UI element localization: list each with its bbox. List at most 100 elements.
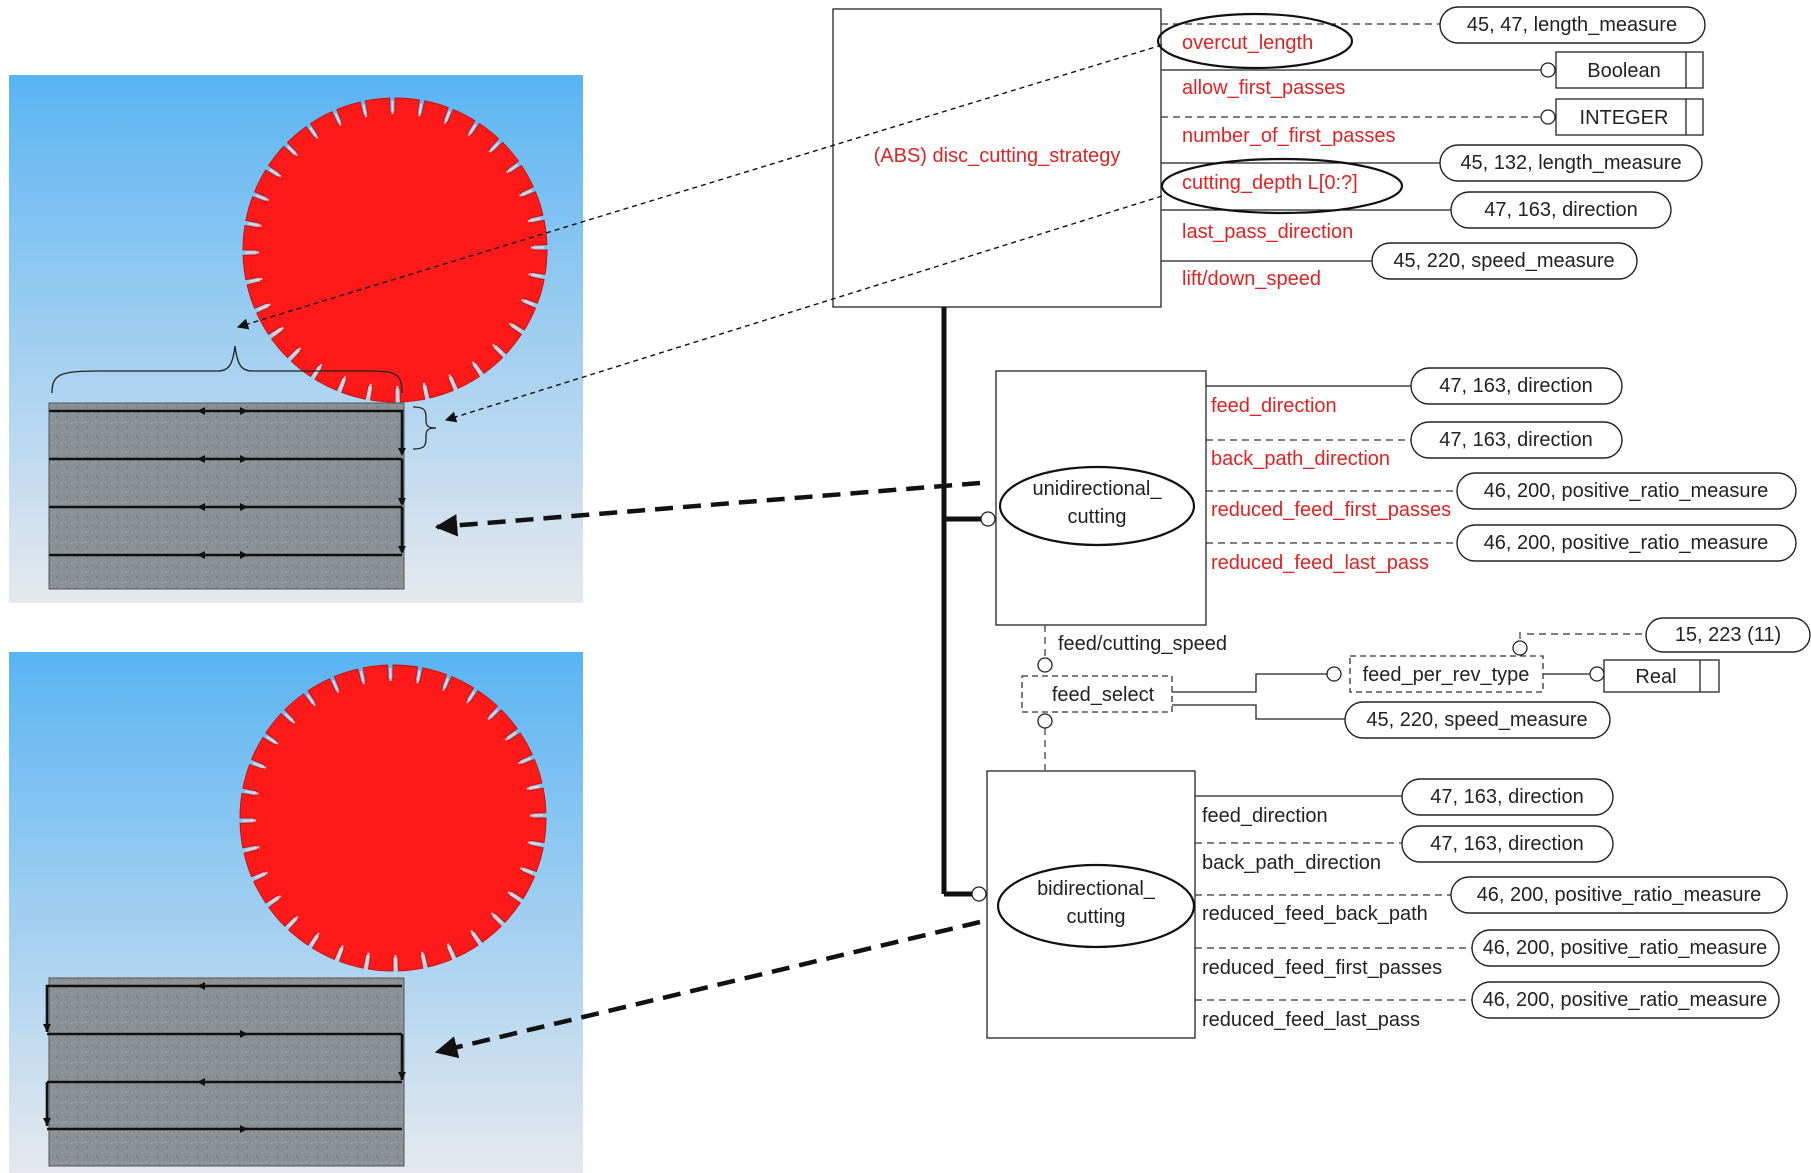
attr-number-of-first-passes: number_of_first_passes bbox=[1182, 125, 1395, 147]
highlight-oval-unidirectional bbox=[998, 465, 1196, 547]
saw-blade-slot bbox=[527, 217, 541, 223]
type-ref-uni-first-passes bbox=[1456, 472, 1797, 510]
saw-blade-slot bbox=[487, 709, 498, 721]
entity-disc-cutting-strategy bbox=[832, 8, 1162, 308]
saw-blade-slot bbox=[269, 895, 282, 905]
saw-blade-slot bbox=[508, 322, 521, 332]
type-label: 45, 132, length_measure bbox=[1460, 152, 1681, 174]
saw-blade-slot bbox=[332, 680, 340, 693]
select-feed-select bbox=[1021, 675, 1173, 713]
saw-blade-slot bbox=[518, 757, 531, 765]
saw-blade-slot bbox=[313, 363, 323, 376]
saw-blade-slot bbox=[466, 691, 475, 704]
saw-blade-slot bbox=[249, 277, 263, 283]
type-label: 46, 200, positive_ratio_measure bbox=[1484, 480, 1769, 502]
saw-blade-slot bbox=[528, 273, 542, 278]
entity-label-bi-1: bidirectional_ bbox=[1037, 878, 1156, 900]
saw-blade-slot bbox=[246, 846, 260, 851]
attr-feed-cutting-speed: feed/cutting_speed bbox=[1058, 633, 1227, 655]
type-label: 47, 163, direction bbox=[1439, 429, 1592, 451]
saw-blade-slot bbox=[253, 762, 266, 769]
attr-bi-back-path-direction: back_path_direction bbox=[1202, 852, 1381, 874]
type-ref-cutting-depth bbox=[1439, 144, 1703, 182]
bidirectional-illustration bbox=[9, 652, 583, 1173]
attr-allow-first-passes: allow_first_passes bbox=[1182, 77, 1345, 99]
attr-bi-feed-direction: feed_direction bbox=[1202, 805, 1328, 827]
saw-blade-slot bbox=[443, 111, 451, 124]
saw-blade-slot bbox=[309, 127, 319, 139]
highlight-oval-cutting-depth bbox=[1160, 157, 1404, 215]
saw-blade-slot bbox=[526, 785, 540, 790]
saw-blade-slot bbox=[527, 841, 541, 846]
saw-blade-slot bbox=[488, 142, 500, 153]
type-ref-uni-last-pass bbox=[1456, 524, 1797, 562]
type-label: 45, 47, length_measure bbox=[1467, 14, 1677, 36]
type-ref-bi-back-path bbox=[1401, 825, 1614, 863]
main-attribute-connectors bbox=[1161, 23, 1556, 262]
saw-blade-slot bbox=[245, 790, 259, 795]
entity-bidirectional-cutting bbox=[986, 770, 1196, 1039]
saw-blade-slot bbox=[258, 303, 271, 311]
saw-blade-slot bbox=[448, 374, 456, 387]
saw-blade-slot bbox=[266, 736, 279, 745]
saw-blade-slot bbox=[306, 694, 316, 707]
saw-blade-slot bbox=[290, 347, 302, 358]
attr-lift-down-speed: lift/down_speed bbox=[1182, 268, 1321, 290]
type-ref-bi-feed-dir bbox=[1401, 778, 1614, 816]
saw-blade-slot bbox=[421, 951, 426, 965]
attr-bi-reduced-feed-last-pass: reduced_feed_last_pass bbox=[1202, 1009, 1420, 1031]
saw-blade-slot bbox=[507, 891, 520, 900]
saw-blade-slot bbox=[339, 376, 347, 389]
type-label: Real bbox=[1635, 666, 1676, 688]
saw-blade-slot bbox=[446, 943, 454, 956]
saw-blade-slot bbox=[521, 298, 534, 306]
saw-blade-slot bbox=[255, 871, 268, 879]
saw-blade-slot bbox=[269, 168, 282, 178]
attr-uni-reduced-feed-last-pass: reduced_feed_last_pass bbox=[1211, 552, 1429, 574]
type-label: 47, 163, direction bbox=[1439, 375, 1592, 397]
depth-brace bbox=[412, 406, 437, 450]
cutting-paths-unidirectional bbox=[49, 407, 406, 559]
saw-blade-slot bbox=[272, 326, 284, 336]
subtype-tree bbox=[941, 307, 996, 902]
type-label: 47, 163, direction bbox=[1430, 833, 1583, 855]
entity-label-bi-2: cutting bbox=[1067, 906, 1126, 928]
type-label: INTEGER bbox=[1580, 107, 1669, 129]
type-label: 46, 200, positive_ratio_measure bbox=[1483, 989, 1768, 1011]
type-ref-lift-speed bbox=[1371, 242, 1638, 280]
attr-bi-reduced-feed-first-passes: reduced_feed_first_passes bbox=[1202, 957, 1442, 979]
saw-blade-slot bbox=[520, 867, 533, 874]
type-label: Boolean bbox=[1587, 60, 1660, 82]
saw-blade-slot bbox=[442, 678, 449, 691]
saw-blade-slot bbox=[360, 671, 365, 685]
type-label: 45, 220, speed_measure bbox=[1366, 709, 1587, 731]
saw-blade-slot bbox=[490, 912, 502, 923]
entity-label-uni-2: cutting bbox=[1068, 506, 1127, 528]
type-label: 47, 163, direction bbox=[1430, 786, 1583, 808]
stone-block bbox=[48, 402, 405, 590]
type-ref-uni-back-path bbox=[1410, 421, 1623, 459]
saw-blade-slot bbox=[492, 343, 503, 355]
type-ref-bi-first-passes bbox=[1471, 929, 1780, 967]
attr-last-pass-direction: last_pass_direction bbox=[1182, 221, 1353, 243]
select-connectors bbox=[1037, 625, 1646, 770]
type-ref-bi-back-feed bbox=[1450, 876, 1788, 914]
attr-uni-reduced-feed-first-passes: reduced_feed_first_passes bbox=[1211, 499, 1451, 521]
saw-blade-slot bbox=[422, 382, 428, 396]
entity-label-uni-1: unidirectional_ bbox=[1033, 478, 1163, 500]
saw-blade-slot bbox=[467, 124, 477, 137]
type-ref-last-pass bbox=[1450, 191, 1672, 229]
type-label: 46, 200, positive_ratio_measure bbox=[1477, 884, 1762, 906]
saw-blade-slot bbox=[470, 929, 480, 942]
saw-blade-slot bbox=[311, 932, 320, 945]
saw-blade-slot bbox=[506, 164, 518, 174]
overcut-brace bbox=[51, 345, 403, 394]
type-label: 45, 220, speed_measure bbox=[1393, 250, 1614, 272]
type-ref-overcut bbox=[1439, 6, 1706, 44]
select-label-feed-select: feed_select bbox=[1052, 684, 1155, 706]
attr-cutting-depth: cutting_depth L[0:?] bbox=[1182, 172, 1358, 194]
stone-block bbox=[48, 977, 405, 1167]
type-integer bbox=[1555, 98, 1704, 136]
uni-attribute-connectors bbox=[1206, 385, 1457, 544]
saw-blade-slot bbox=[337, 945, 344, 958]
